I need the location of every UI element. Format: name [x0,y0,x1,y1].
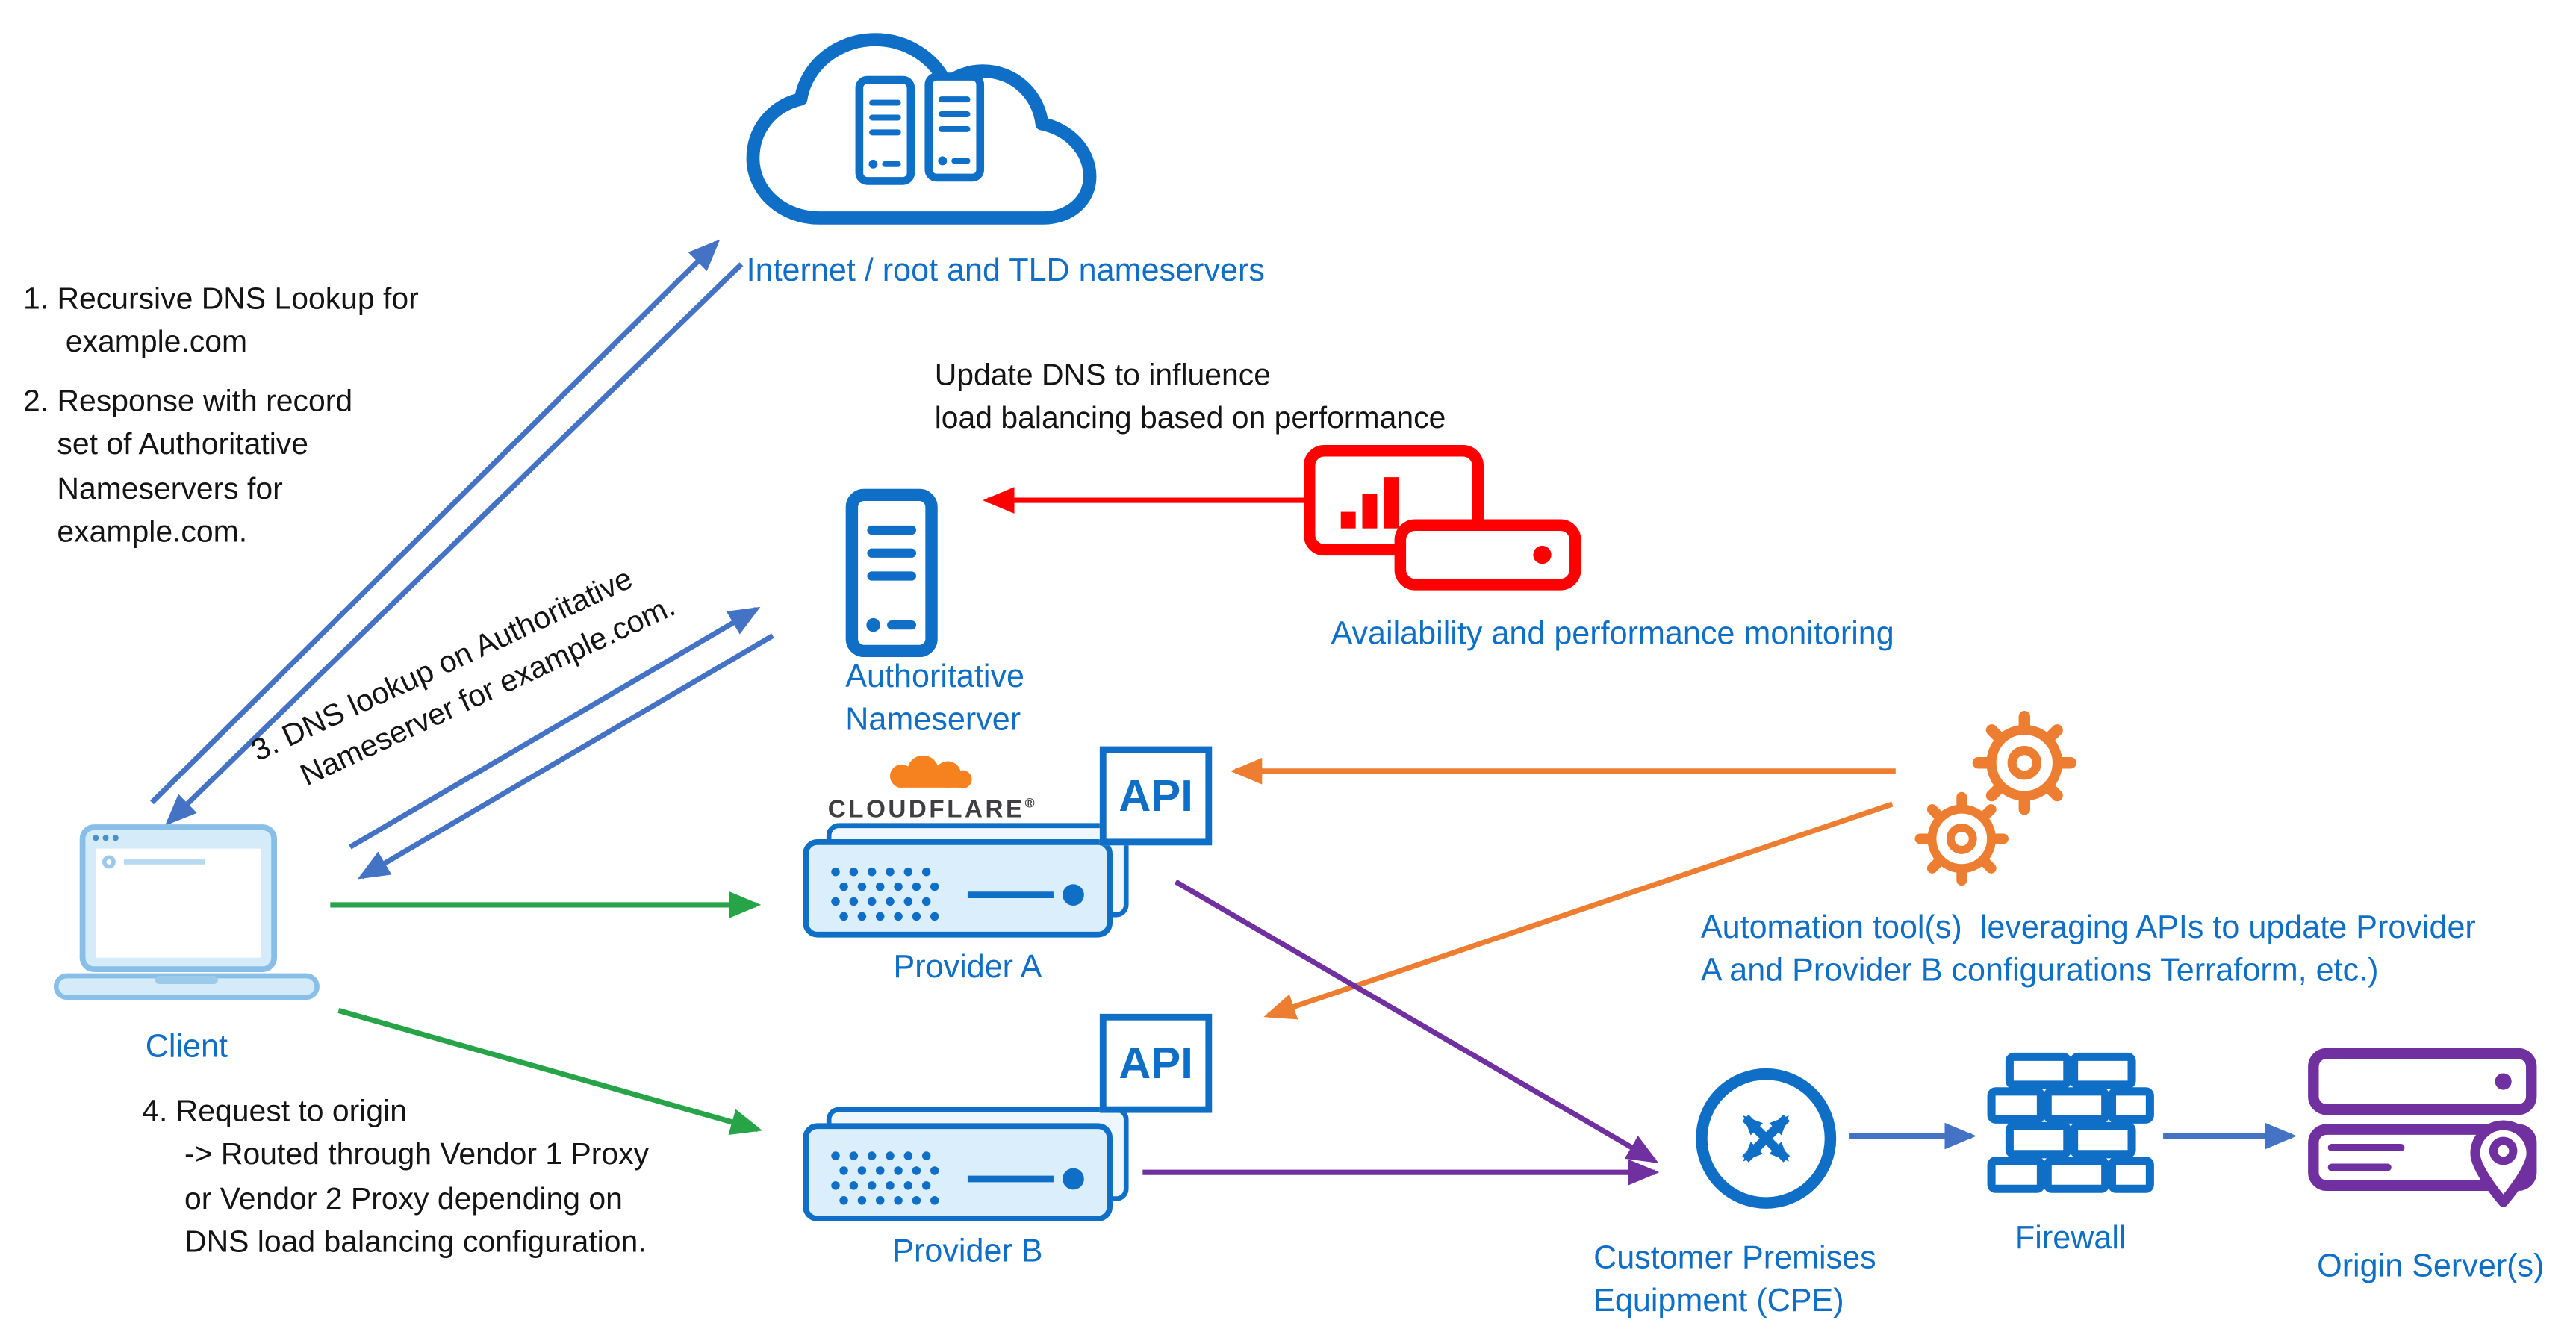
cpe-label: Customer Premises Equipment (CPE) [1593,1239,1876,1319]
network-appliance-icon-b [803,1107,1133,1225]
provider-b-label: Provider B [892,1233,1043,1270]
note-step1: 1. Recursive DNS Lookup for example.com [22,280,419,359]
cpe-router-icon [1696,1068,1837,1209]
cloudflare-logo: CLOUDFLARE® [815,755,1047,822]
laptop-icon [53,824,320,1000]
note-step2: 2. Response with record set of Authorita… [22,383,353,548]
client-label: Client [145,1028,228,1065]
authoritative-nameserver-label: Authoritative Nameserver [845,659,1025,738]
server-tower-icon [845,489,938,658]
note-step3: 3. DNS lookup on Authoritative Nameserve… [246,560,681,807]
note-step4: 4. Request to origin -> Routed through V… [142,1093,650,1258]
network-appliance-icon-a [803,822,1133,941]
firewall-label: Firewall [2015,1220,2127,1257]
origin-label: Origin Server(s) [2317,1248,2545,1285]
monitoring-label: Availability and performance monitoring [1331,615,1894,653]
firewall-brick-icon [1987,1052,2154,1193]
provider-a-label: Provider A [893,949,1042,986]
monitoring-dashboard-icon [1303,444,1581,591]
arrow-provider-a-to-cpe [1174,879,1659,1163]
api-badge-b: API [1099,1013,1213,1113]
api-badge-a: API [1099,746,1213,846]
cloudflare-cloud-icon [889,755,972,788]
gears-icon [1899,707,2091,892]
cloud-with-servers-icon [746,33,1097,225]
note-update-dns: Update DNS to influence load balancing b… [934,356,1446,435]
origin-servers-icon [2308,1048,2537,1207]
automation-label: Automation tool(s) leveraging APIs to up… [1700,909,2476,989]
internet-label: Internet / root and TLD nameservers [746,252,1265,290]
